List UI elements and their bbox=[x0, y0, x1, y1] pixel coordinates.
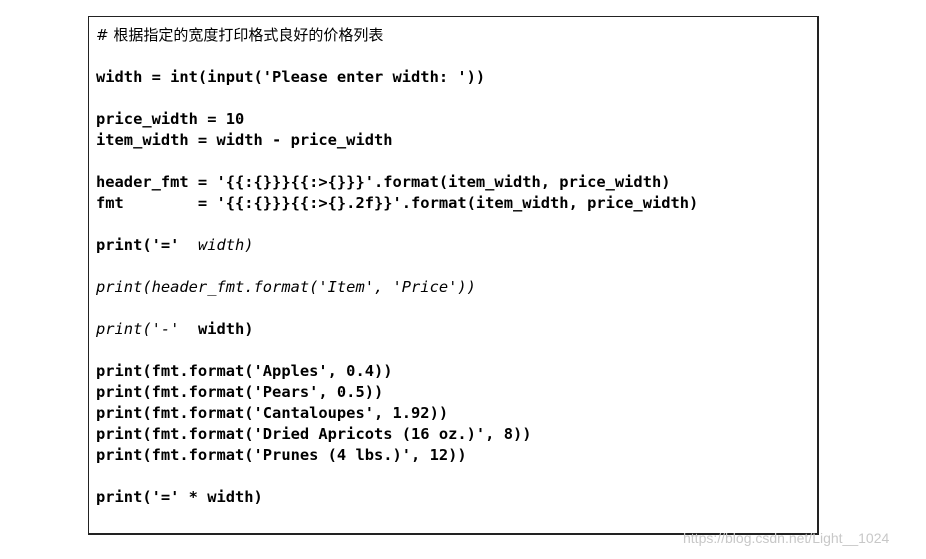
code-row-line: print(fmt.format('Dried Apricots (16 oz.… bbox=[96, 425, 532, 443]
code-print-dash-line: print('-' width) bbox=[96, 319, 796, 340]
code-print-dash-rest: width) bbox=[179, 320, 254, 338]
blank-line bbox=[96, 214, 796, 235]
blank-line bbox=[96, 46, 796, 67]
code-print-eq-italic: width) bbox=[179, 236, 254, 254]
blank-line bbox=[96, 298, 796, 319]
code-row-line: print(fmt.format('Pears', 0.5)) bbox=[96, 383, 384, 401]
code-fmt-line: fmt = '{{:{}}}{{:>{}.2f}}'.format(item_w… bbox=[96, 194, 699, 212]
code-input-line: width = int(input('Please enter width: '… bbox=[96, 68, 486, 86]
blank-line bbox=[96, 256, 796, 277]
code-row-line: print(fmt.format('Prunes (4 lbs.)', 12)) bbox=[96, 446, 467, 464]
code-print-dash-italic: print('-' bbox=[96, 320, 180, 338]
code-print-eq-prefix: print('=' bbox=[96, 236, 180, 254]
watermark-text: https://blog.csdn.net/Light__1024 bbox=[683, 530, 890, 546]
code-price-width-line: price_width = 10 bbox=[96, 110, 245, 128]
code-listing-box: # 根据指定的宽度打印格式良好的价格列表 width = int(input('… bbox=[88, 16, 819, 535]
blank-line bbox=[96, 88, 796, 109]
blank-line bbox=[96, 466, 796, 487]
blank-line bbox=[96, 151, 796, 172]
code-header-fmt-line: header_fmt = '{{:{}}}{{:>{}}}'.format(it… bbox=[96, 173, 671, 191]
code-comment-line: # 根据指定的宽度打印格式良好的价格列表 bbox=[96, 26, 384, 44]
code-final-line: print('=' * width) bbox=[96, 488, 263, 506]
code-row-line: print(fmt.format('Apples', 0.4)) bbox=[96, 362, 393, 380]
code-print-header-line: print(header_fmt.format('Item', 'Price')… bbox=[96, 278, 476, 296]
code-item-width-line: item_width = width - price_width bbox=[96, 131, 393, 149]
blank-line bbox=[96, 340, 796, 361]
code-content: # 根据指定的宽度打印格式良好的价格列表 width = int(input('… bbox=[96, 25, 796, 508]
code-row-line: print(fmt.format('Cantaloupes', 1.92)) bbox=[96, 404, 449, 422]
code-print-eq-line: print('=' width) bbox=[96, 235, 796, 256]
